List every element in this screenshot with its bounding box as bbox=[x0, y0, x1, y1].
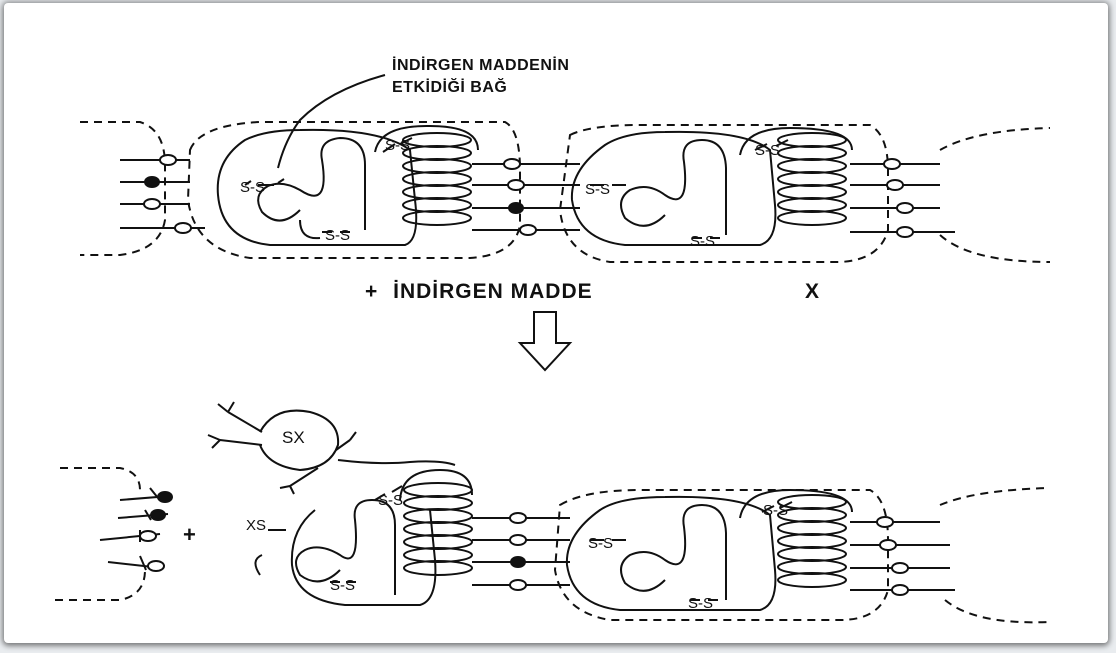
bottom-molecule-right-nodes bbox=[877, 517, 908, 595]
disulfide-label: S-S bbox=[240, 179, 265, 196]
xs-label: XS bbox=[246, 517, 266, 534]
reagent-plus: + bbox=[365, 280, 378, 303]
disulfide-label: S-S bbox=[325, 227, 350, 244]
annotation-line-1: İNDİRGEN MADDENİN bbox=[392, 55, 569, 77]
disulfide-label: S-S bbox=[688, 595, 713, 612]
disulfide-label: S-S bbox=[755, 142, 780, 159]
disulfide-label: S-S bbox=[763, 502, 788, 519]
reagent-label: + İNDİRGEN MADDE bbox=[365, 280, 593, 304]
sx-label: SX bbox=[282, 428, 305, 448]
disulfide-label: S-S bbox=[330, 577, 355, 594]
disulfide-label: S-S bbox=[378, 492, 403, 509]
reagent-symbol: X bbox=[805, 280, 820, 304]
released-chain-nodes bbox=[140, 492, 172, 571]
top-molecule-left-nodes bbox=[144, 155, 536, 235]
disulfide-label: S-S bbox=[690, 233, 715, 250]
annotation-line-2: ETKİDİĞİ BAĞ bbox=[392, 77, 569, 99]
disulfide-label: S-S bbox=[385, 137, 410, 154]
annotation-label: İNDİRGEN MADDENİN ETKİDİĞİ BAĞ bbox=[392, 55, 569, 99]
disulfide-label: S-S bbox=[585, 181, 610, 198]
reduced-subunit-nodes bbox=[510, 513, 526, 590]
top-molecule-right bbox=[560, 125, 1050, 262]
down-arrow-icon bbox=[520, 312, 570, 370]
disulfide-label: S-S bbox=[588, 535, 613, 552]
reagent-name: İNDİRGEN MADDE bbox=[393, 280, 593, 303]
bottom-plus: + bbox=[183, 522, 196, 548]
bottom-molecule-right bbox=[555, 488, 1050, 622]
